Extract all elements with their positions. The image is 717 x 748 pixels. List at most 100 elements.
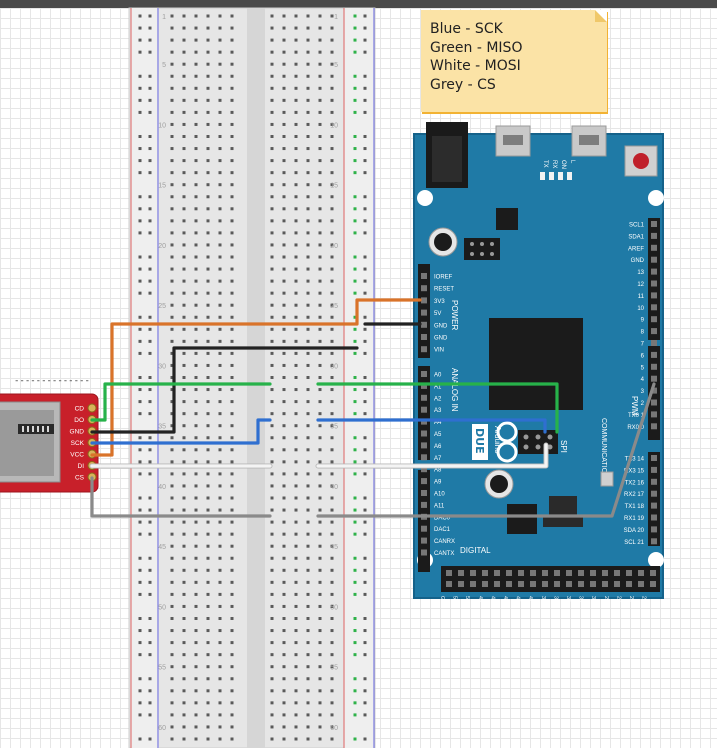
wire-orange-vcc[interactable] [90, 298, 422, 457]
pin-label: A3 [434, 408, 442, 414]
wire-grey-cs-2[interactable] [316, 382, 656, 518]
breadboard-hole [218, 617, 222, 620]
breadboard-hole [206, 110, 210, 114]
rail-hole [138, 532, 142, 536]
breadboard-hole [270, 243, 274, 247]
row-number: 30 [158, 363, 166, 370]
breadboard-hole [294, 484, 298, 488]
breadboard-hole [218, 725, 222, 729]
rail-hole [138, 617, 142, 620]
wire-grey-cs[interactable] [90, 476, 272, 518]
breadboard-hole [306, 171, 310, 175]
breadboard-hole [330, 303, 334, 307]
breadboard-hole [218, 508, 222, 512]
breadboard-hole [206, 568, 210, 572]
pin-label: 35 [565, 596, 571, 602]
breadboard-hole [170, 98, 174, 102]
breadboard-hole [218, 496, 222, 500]
arduino-due-board[interactable]: SPI DUE Arduino IOREFRESET3V35VGNDGNDVIN… [413, 122, 664, 608]
rail-hole [138, 159, 142, 163]
wire-white-mosi-2[interactable] [316, 443, 548, 468]
breadboard-hole [294, 74, 298, 78]
pin-label: GND [631, 258, 645, 264]
rail-hole [353, 315, 357, 319]
row-number: 45 [158, 544, 166, 551]
breadboard-hole [170, 159, 174, 163]
pin-label: 33 [578, 596, 584, 602]
breadboard-hole [170, 665, 174, 669]
breadboard-hole [306, 135, 310, 138]
breadboard-hole [306, 436, 310, 440]
breadboard-hole [306, 303, 310, 307]
breadboard-hole [330, 135, 334, 138]
sticky-note[interactable]: Blue - SCK Green - MISO White - MOSI Gre… [421, 10, 607, 112]
breadboard-hole [194, 677, 198, 681]
breadboard-hole [306, 110, 310, 114]
digital-label: DIGITAL [460, 546, 491, 555]
header-pin [421, 478, 427, 485]
rail-hole [138, 508, 142, 512]
breadboard-hole [194, 267, 198, 271]
breadboard-hole [182, 460, 186, 464]
rail-hole [353, 50, 357, 54]
header-pin [421, 525, 427, 532]
row-number: 5 [334, 62, 338, 69]
breadboard-hole [194, 135, 198, 138]
breadboard-hole [294, 315, 298, 319]
reset-button[interactable] [633, 153, 649, 169]
breadboard-hole [294, 448, 298, 452]
rail-hole [363, 74, 367, 78]
breadboard-hole [194, 255, 198, 259]
wire-blue-sck[interactable] [90, 418, 272, 445]
breadboard-hole [282, 171, 286, 175]
breadboard-hole [282, 122, 286, 126]
breadboard-hole [206, 532, 210, 536]
breadboard-hole [170, 653, 174, 657]
breadboard-hole [306, 677, 310, 681]
breadboard-hole [318, 544, 322, 548]
breadboard-hole [182, 400, 186, 404]
wire-black-gnd[interactable] [90, 346, 359, 434]
breadboard-hole [170, 520, 174, 524]
communication-header[interactable] [648, 452, 660, 546]
breadboard-hole [170, 327, 174, 331]
breadboard-hole [218, 592, 222, 596]
breadboard-hole [318, 86, 322, 90]
spi-header[interactable] [518, 430, 558, 454]
analog-header-b[interactable] [418, 470, 430, 572]
header-pin [651, 502, 657, 509]
breadboard-hole [330, 363, 334, 367]
breadboard-hole [218, 26, 222, 30]
breadboard-hole [218, 291, 222, 295]
breadboard-hole [182, 351, 186, 355]
rail-hole [353, 74, 357, 78]
rail-hole [138, 291, 142, 295]
rail-hole [138, 327, 142, 331]
sd-pin[interactable] [87, 403, 97, 413]
breadboard-hole [318, 62, 322, 66]
breadboard-hole [182, 436, 186, 440]
breadboard-hole [270, 195, 274, 199]
breadboard-hole [206, 665, 210, 669]
breadboard-hole [206, 725, 210, 729]
breadboard-hole [270, 388, 274, 392]
breadboard-hole [270, 568, 274, 572]
rail-hole [138, 641, 142, 645]
digital-header-bottom[interactable] [441, 566, 660, 592]
row-number: 55 [158, 665, 166, 672]
breadboard-hole [194, 400, 198, 404]
breadboard-hole [318, 98, 322, 102]
breadboard-hole [218, 629, 222, 633]
header-pin [458, 570, 464, 576]
breadboard-hole [306, 472, 310, 476]
rail-hole [148, 737, 152, 741]
breadboard-hole [330, 665, 334, 669]
wire-blue-sck-2[interactable] [316, 418, 547, 434]
rail-hole [353, 641, 357, 645]
wire-green-miso-2[interactable] [316, 382, 559, 434]
wire-green-miso[interactable] [90, 382, 272, 422]
breadboard-hole [330, 653, 334, 657]
breadboard-hole [218, 412, 222, 416]
